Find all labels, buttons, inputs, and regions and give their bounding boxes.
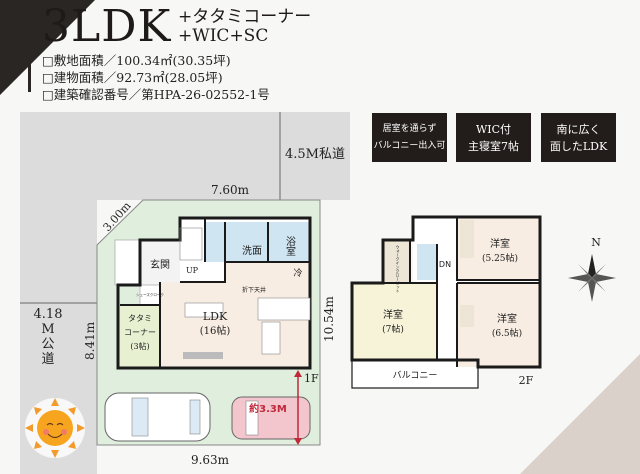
spec-list: □敷地面積／100.34㎡(30.35坪) □建物面積／92.73㎡(28.05…	[42, 52, 270, 103]
feature-badge: 居室を通らずバルコニー出入可	[372, 113, 447, 162]
inner-walls-2f	[352, 217, 540, 367]
compass-icon	[568, 254, 616, 302]
feature-badge: 南に広く面したLDK	[541, 113, 616, 162]
road-label-part: 道	[41, 352, 54, 367]
label-tatami: タタミ	[128, 314, 152, 323]
title-bar	[28, 10, 31, 92]
toilet-2f	[417, 244, 437, 280]
car-windshield	[131, 397, 149, 437]
washroom	[225, 222, 268, 262]
label-room-size: (5.25帖)	[482, 252, 518, 264]
spec-building-area: □建物面積／92.73㎡(28.05坪)	[42, 70, 223, 85]
label-room: 洋室	[490, 237, 510, 250]
feature-badge: WIC付主寝室7帖	[456, 113, 531, 162]
private-road-label: 4.5M私道	[285, 147, 345, 162]
floor-1: 玄関 洗面 浴室 UP 冷 折下天井 シューズクローク LDK (16帖) タタ…	[114, 216, 319, 385]
car-windshield	[245, 400, 259, 436]
label-tatami: (3帖)	[130, 341, 149, 351]
kitchen-top	[225, 262, 310, 282]
label-tatami: コーナー	[124, 328, 156, 337]
label-room: 洋室	[383, 308, 403, 321]
car-white	[104, 392, 211, 442]
outer-wall-1f	[116, 216, 312, 370]
label-room: 洋室	[497, 312, 517, 325]
sun-icon	[25, 398, 85, 458]
label-fridge: 冷	[293, 267, 302, 279]
walk-in-closet	[383, 240, 410, 283]
badge-text: 居室を通らず	[382, 123, 437, 134]
badge-text: 南に広く	[556, 122, 601, 136]
public-road-label: 4.18 M 公 道	[34, 307, 63, 367]
road-label-part: M	[41, 322, 54, 337]
label-washroom: 洗面	[242, 245, 262, 257]
road-label-part: 公	[41, 337, 54, 352]
badge-text: バルコニー出入可	[373, 140, 446, 151]
dim-left: 8.41m	[83, 321, 97, 360]
entrance	[140, 240, 180, 285]
label-room-size: (7帖)	[382, 323, 404, 335]
sofa	[184, 302, 224, 318]
car-pink	[231, 396, 311, 440]
closet	[460, 220, 474, 258]
label-ldk-size: (16帖)	[200, 324, 231, 337]
tv-board	[183, 352, 223, 359]
label-bath: 浴室	[284, 236, 296, 256]
ldk	[160, 282, 310, 368]
car-body	[104, 392, 211, 442]
corner-decoration	[520, 354, 640, 474]
room-7	[352, 283, 437, 360]
stairs-1f	[179, 227, 203, 261]
dim-top: 7.60m	[211, 183, 250, 197]
bath	[268, 222, 310, 262]
road-label-part: 4.18	[34, 307, 63, 322]
outer-wall-2f	[350, 215, 542, 369]
label-room-size: (6.5帖)	[492, 327, 522, 339]
label-entrance: 玄関	[150, 258, 170, 271]
label-dn: DN	[439, 260, 451, 269]
toilet-1f	[205, 222, 225, 262]
page-title: 3LDK	[42, 1, 172, 52]
car-rear-window	[189, 399, 201, 435]
closet	[460, 305, 474, 327]
kitchen-counter	[257, 297, 311, 321]
label-wic: ウォークインクローゼット	[396, 244, 401, 293]
label-shoe-closet: シューズクローク	[136, 292, 164, 297]
dim-bottom: 9.63m	[191, 453, 230, 467]
subtitle-line: +WIC+SC	[178, 26, 269, 46]
badge-text: 主寝室7帖	[468, 139, 519, 153]
label-ceiling: 折下天井	[242, 286, 266, 294]
arrow-head	[294, 370, 302, 377]
label-balcony: バルコニー	[393, 370, 438, 381]
spec-site-area: □敷地面積／100.34㎡(30.35坪)	[42, 53, 231, 68]
floor-label-1f: 1F	[304, 372, 319, 385]
badge-text: WIC付	[475, 122, 512, 136]
floor-label-2f: 2F	[519, 374, 534, 387]
dining-table	[261, 321, 281, 355]
subtitle-line: +タタミコーナー	[178, 7, 312, 27]
floor-2: DN ウォークインクローゼット 洋室 (5.25帖) 洋室 (7帖) 洋室 (6…	[350, 215, 542, 389]
badge-text: 面したLDK	[549, 139, 608, 153]
inner-walls-1f	[120, 218, 310, 368]
tatami-corner	[120, 305, 160, 368]
porch	[114, 239, 141, 286]
arrow-head	[294, 438, 302, 445]
compass-north-label: N	[591, 236, 601, 249]
spec-permit-number: □建築確認番号／第HPA-26-02552-1号	[42, 87, 270, 102]
dim-right: 10.54m	[322, 296, 336, 342]
page-subtitle: +タタミコーナー +WIC+SC	[178, 8, 311, 46]
label-up: UP	[186, 266, 199, 275]
parking-depth-label: 約3.3M	[249, 402, 287, 415]
corner-decoration	[0, 0, 95, 95]
label-ldk: LDK	[203, 310, 228, 323]
